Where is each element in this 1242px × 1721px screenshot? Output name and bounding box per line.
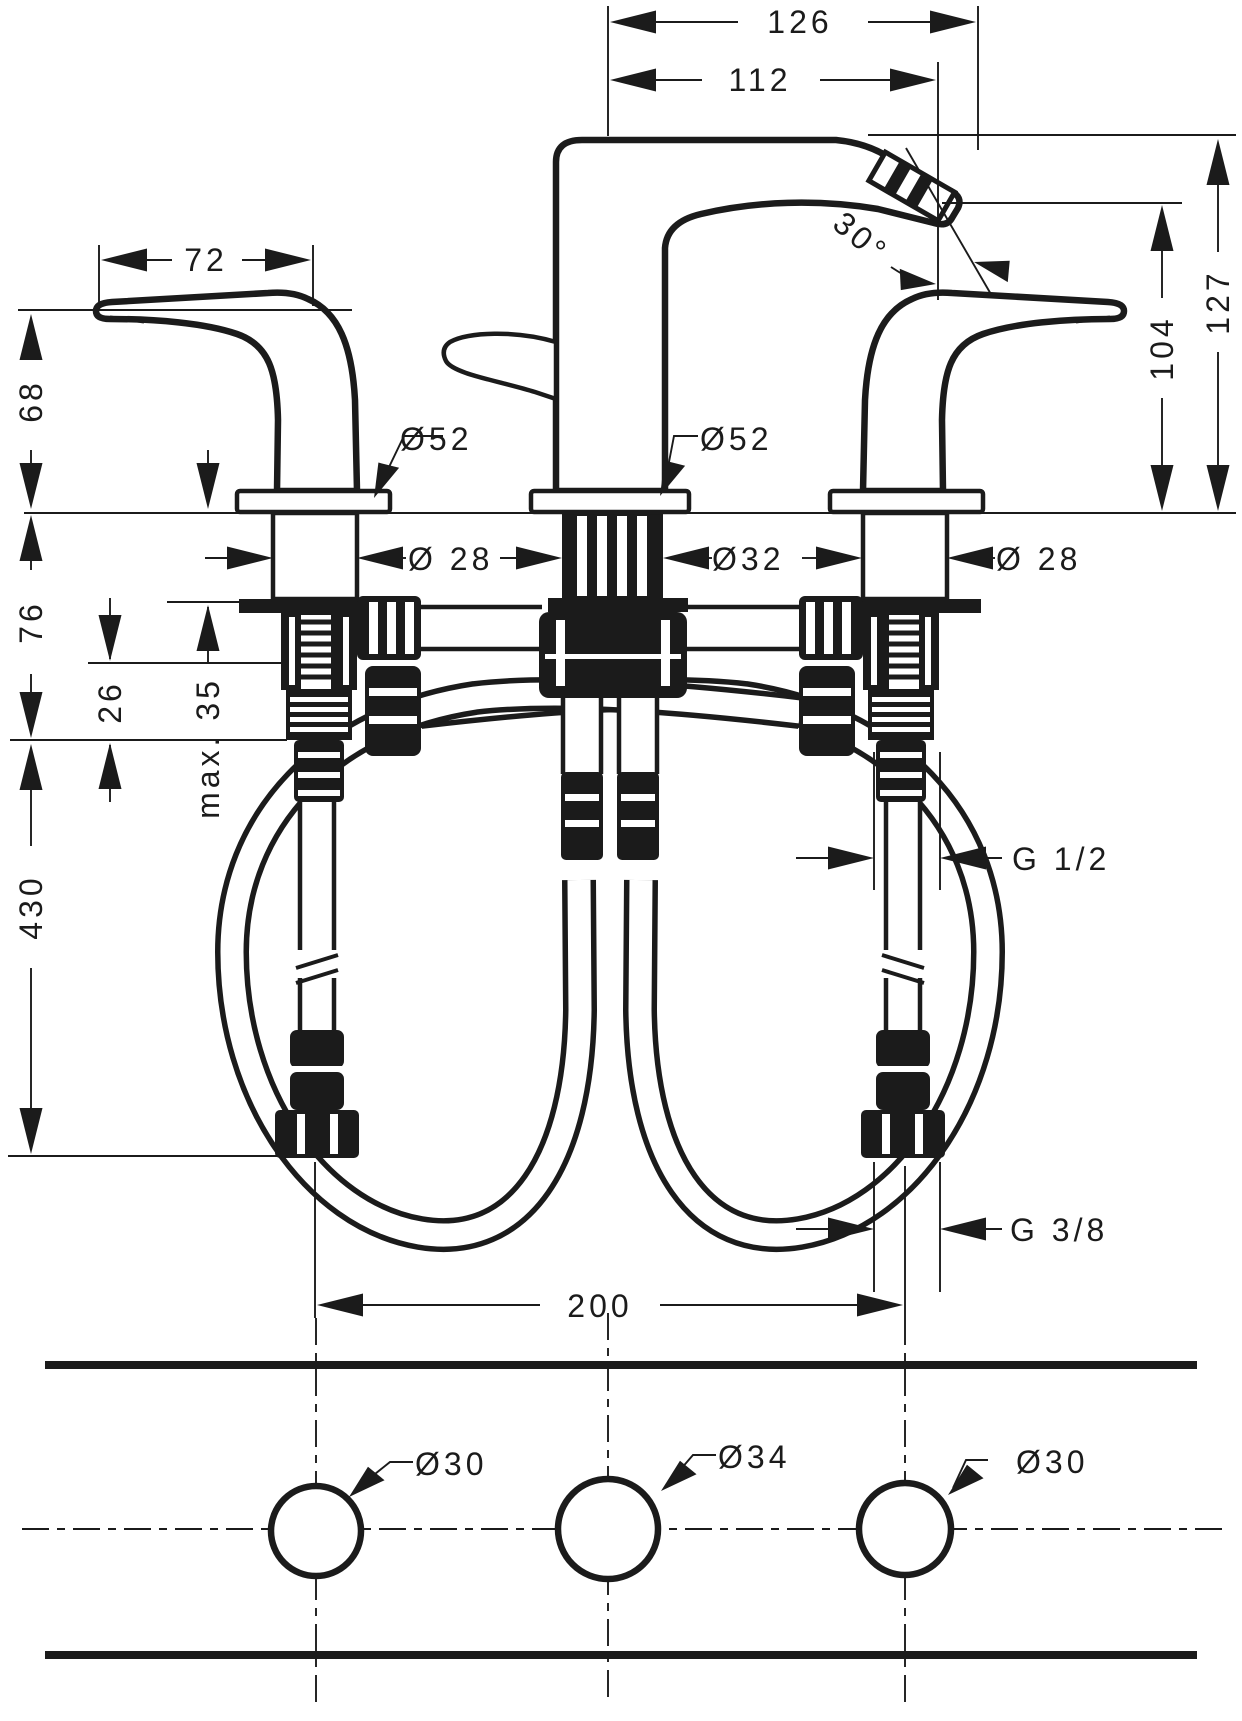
dim-spout-overall-reach: 126 <box>767 4 832 40</box>
spout-body <box>441 136 963 495</box>
extension-lines <box>8 6 1236 1318</box>
dim-shank-left: Ø 28 <box>408 541 493 577</box>
dim-spout-angle: 30° <box>826 204 895 270</box>
hole-center <box>554 1475 662 1583</box>
dim-supply-thread: G 3/8 <box>1010 1212 1108 1248</box>
dim-shank-right: Ø 28 <box>996 541 1081 577</box>
dim-hole-spacing: 200 <box>567 1288 632 1324</box>
left-handle <box>92 289 361 495</box>
hole-left <box>267 1482 365 1580</box>
right-handle <box>859 289 1128 495</box>
dim-total-height: 127 <box>1200 269 1236 334</box>
dim-escutcheon-left: Ø52 <box>400 421 472 457</box>
dim-hose-length: 430 <box>13 874 49 939</box>
plan-view <box>22 1313 1222 1704</box>
valve-underdeck-assembly <box>239 510 421 1158</box>
dim-outlet-height: 104 <box>1144 315 1180 380</box>
escutcheons <box>234 488 986 515</box>
center-tee-assembly <box>539 513 688 860</box>
dim-hole-center: Ø34 <box>718 1439 790 1475</box>
dim-spout-reach: 112 <box>728 62 791 98</box>
dim-hole-left: Ø30 <box>415 1446 487 1482</box>
dimension-labels: 126 112 72 127 104 68 76 26 max. 35 430 … <box>13 4 1236 1482</box>
rigid-connection-pipes <box>420 604 800 652</box>
dim-valve-thread: G 1/2 <box>1012 841 1110 877</box>
dim-nut-range: 26 <box>92 680 128 724</box>
dim-max-deck-thickness: max. 35 <box>190 677 226 819</box>
dim-hole-right: Ø30 <box>1016 1444 1088 1480</box>
dim-handle-height: 68 <box>13 379 49 423</box>
dim-below-deck: 76 <box>13 600 49 644</box>
hole-right <box>855 1479 955 1579</box>
dim-handle-length: 72 <box>184 242 228 278</box>
spout-side-lever <box>441 331 559 403</box>
dim-escutcheon-center: Ø52 <box>700 421 772 457</box>
dim-shank-center: Ø32 <box>712 541 784 577</box>
